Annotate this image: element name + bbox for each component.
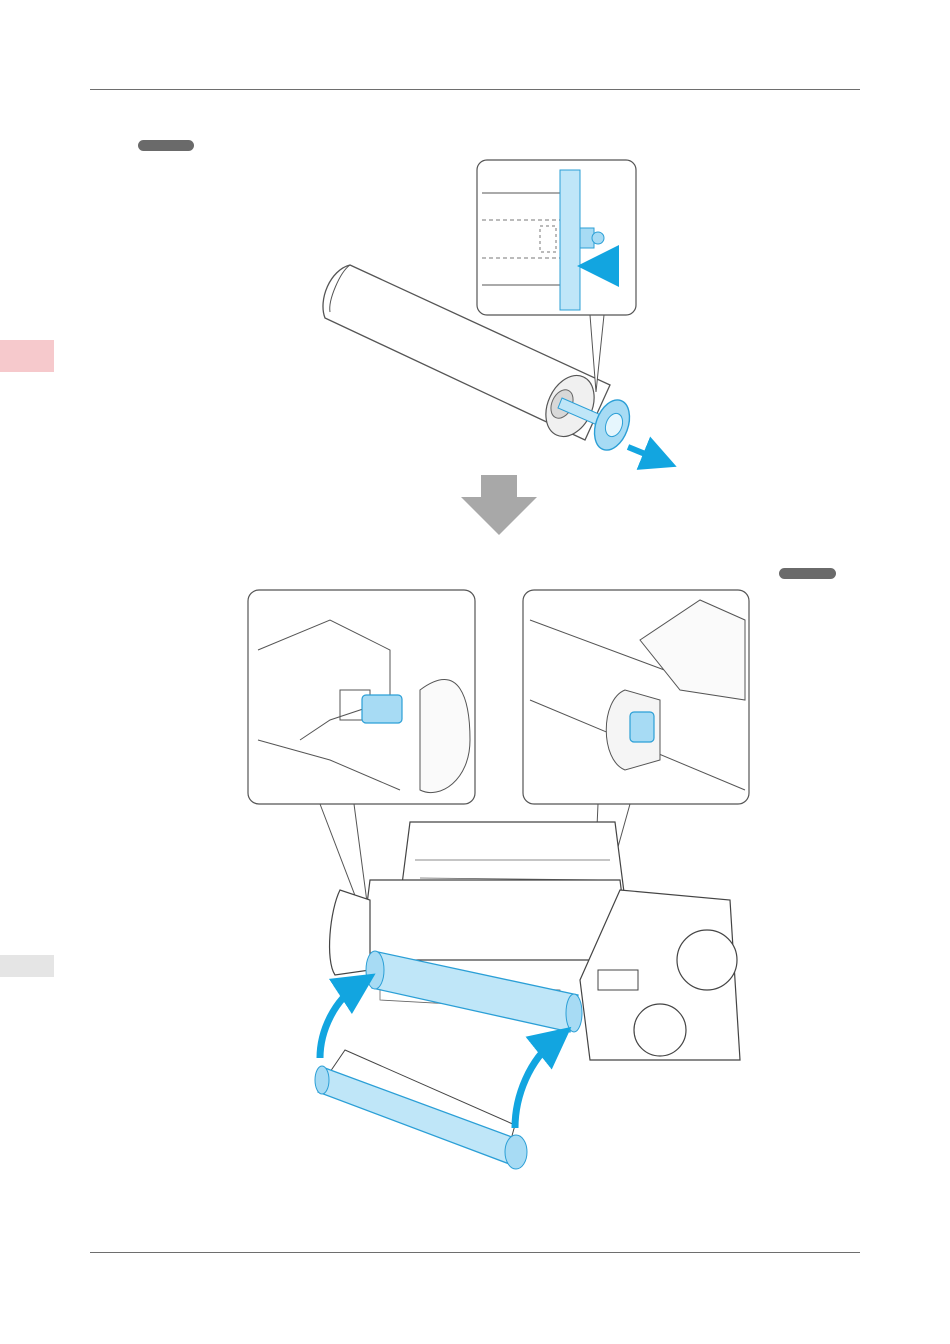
roll-on-floor (315, 1050, 527, 1169)
roll-loaded (366, 951, 582, 1032)
push-arrow-icon (628, 447, 660, 460)
curved-arrow-icon (515, 1040, 555, 1128)
curved-arrow-icon (320, 985, 358, 1058)
down-arrow-icon (461, 475, 537, 535)
